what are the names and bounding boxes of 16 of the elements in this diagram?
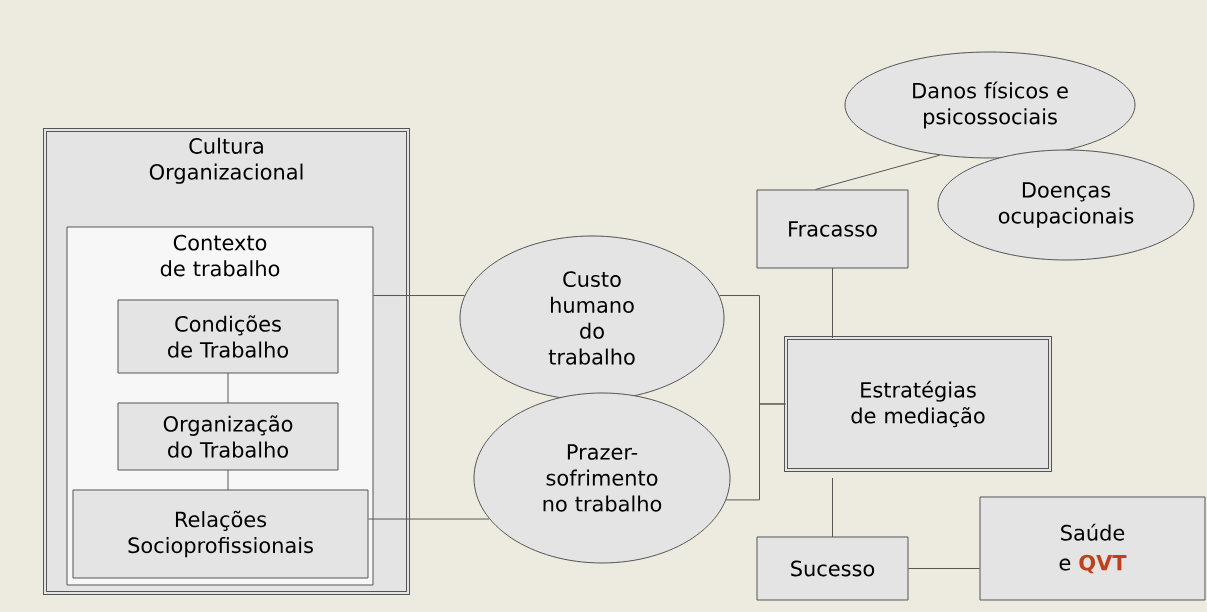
connector-line — [227, 469, 229, 491]
connector-line — [815, 154, 941, 190]
connector-line — [725, 403, 786, 501]
connector-line — [368, 518, 490, 520]
connector-line — [227, 372, 229, 404]
process-box: Relações Socioprofissionais — [72, 489, 369, 579]
process-box: Estratégias de mediação — [784, 336, 1052, 472]
connector-line — [373, 295, 465, 296]
process-box: Organização do Trabalho — [117, 402, 339, 471]
connector-line — [832, 477, 833, 538]
process-box: Condições de Trabalho — [117, 299, 339, 374]
process-box: Fracasso — [756, 189, 909, 269]
process-box: Sucesso — [756, 536, 909, 601]
process-box: Saúde e QVT — [979, 496, 1206, 601]
connector-line — [908, 568, 980, 569]
connector-line — [832, 267, 833, 339]
